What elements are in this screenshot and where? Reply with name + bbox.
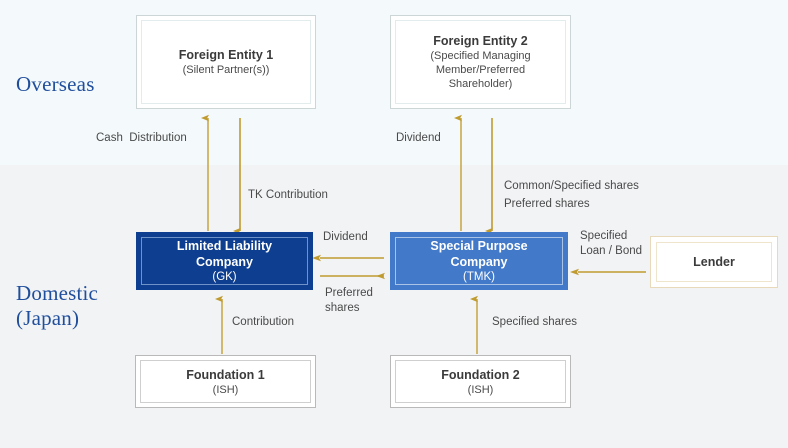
node-foundation-2[interactable]: Foundation 2 (ISH) <box>390 355 571 408</box>
node-foreign-entity-2[interactable]: Foreign Entity 2 (Specified Managing Mem… <box>390 15 571 109</box>
flow-label-specified-loan-bond: Specified Loan / Bond <box>580 230 643 257</box>
region-label-overseas: Overseas <box>16 72 95 96</box>
flow-label-common-specified-shares: Common/Specified shares <box>504 180 639 192</box>
flow-label-dividend-gk: Dividend <box>323 231 368 243</box>
node-title: Limited Liability Company <box>176 239 273 269</box>
flow-label-specified-shares: Specified shares <box>492 316 578 328</box>
node-title: Foreign Entity 2 <box>433 34 528 48</box>
node-special-purpose-company-tmk[interactable]: Special Purpose Company (TMK) <box>390 232 568 290</box>
node-subtitle: (GK) <box>212 271 237 283</box>
node-subtitle: (TMK) <box>463 271 495 283</box>
flow-label-dividend-fe2: Dividend <box>396 132 441 144</box>
node-subtitle: (Specified Managing Member/Preferred Sha… <box>430 50 531 90</box>
flow-label-preferred-shares-fe2: Preferred shares <box>504 198 590 210</box>
node-title: Foundation 1 <box>186 367 265 382</box>
node-subtitle: (Silent Partner(s)) <box>182 64 270 76</box>
flow-label-cash-distribution: Cash Distribution <box>96 132 187 144</box>
region-label-domestic: Domestic (Japan) <box>16 281 99 330</box>
node-title: Foreign Entity 1 <box>178 48 274 62</box>
node-subtitle: (ISH) <box>212 383 239 396</box>
node-lender[interactable]: Lender <box>650 236 778 288</box>
node-limited-liability-company-gk[interactable]: Limited Liability Company (GK) <box>136 232 313 290</box>
node-foreign-entity-1[interactable]: Foreign Entity 1 (Silent Partner(s)) <box>136 15 316 109</box>
node-title: Foundation 2 <box>441 367 520 382</box>
node-foundation-1[interactable]: Foundation 1 (ISH) <box>135 355 316 408</box>
node-title: Special Purpose Company <box>430 239 528 269</box>
node-title: Lender <box>693 255 735 269</box>
flow-label-contribution: Contribution <box>232 316 295 328</box>
node-subtitle: (ISH) <box>467 383 494 396</box>
flow-label-tk-contribution: TK Contribution <box>248 189 328 201</box>
flow-label-preferred-shares-gk: Preferred shares <box>325 287 373 314</box>
